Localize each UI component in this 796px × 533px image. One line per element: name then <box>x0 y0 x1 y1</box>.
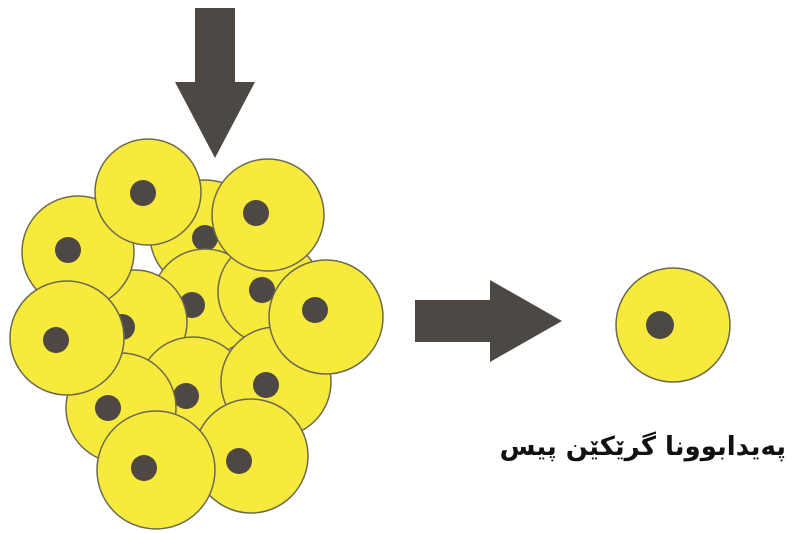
down-arrow-icon <box>175 8 255 158</box>
right-arrow-icon <box>415 280 562 362</box>
diagram-caption: پەیدابوونا گرێکێن پیس <box>499 432 786 462</box>
cell <box>9 280 125 396</box>
cell <box>96 410 216 530</box>
cell <box>94 138 202 246</box>
cell <box>268 259 384 375</box>
cell <box>211 158 325 272</box>
cell <box>193 398 309 514</box>
cell-cluster <box>9 138 384 530</box>
single-cell <box>615 267 731 383</box>
